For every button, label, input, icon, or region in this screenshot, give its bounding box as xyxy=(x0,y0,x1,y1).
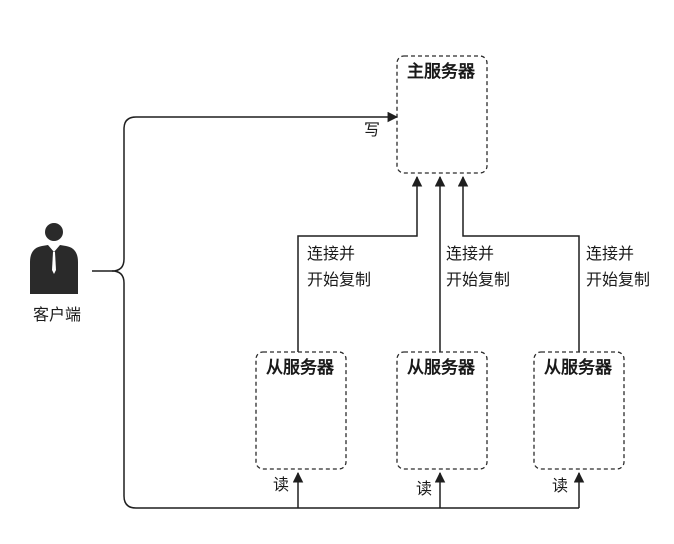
slave-server-box-2 xyxy=(396,351,488,470)
link-label-1-line1: 连接并 xyxy=(307,244,355,263)
link-label-3-line1: 连接并 xyxy=(586,244,634,263)
read-label-1: 读 xyxy=(273,475,289,494)
master-title: 主服务器 xyxy=(407,61,476,82)
client-connector xyxy=(92,111,399,272)
read-label-3: 读 xyxy=(552,476,568,495)
replication-arrow-3 xyxy=(457,175,580,352)
slave-server-box-1 xyxy=(255,351,347,470)
write-label: 写 xyxy=(364,120,380,139)
link-label-3-line2: 开始复制 xyxy=(586,270,650,289)
link-label-1-line2: 开始复制 xyxy=(307,270,371,289)
slave-title-1: 从服务器 xyxy=(266,357,335,378)
read-label-2: 读 xyxy=(416,479,432,498)
client-label: 客户端 xyxy=(33,305,81,324)
businessman-icon xyxy=(30,223,78,294)
slave-title-3: 从服务器 xyxy=(544,357,613,378)
master-server-box xyxy=(396,55,488,174)
link-label-2-line2: 开始复制 xyxy=(446,270,510,289)
client-read-bus xyxy=(111,270,579,509)
link-label-2-line1: 连接并 xyxy=(446,244,494,263)
slave-server-box-3 xyxy=(533,351,625,470)
slave-title-2: 从服务器 xyxy=(407,357,476,378)
replication-arrow-1 xyxy=(297,175,423,352)
